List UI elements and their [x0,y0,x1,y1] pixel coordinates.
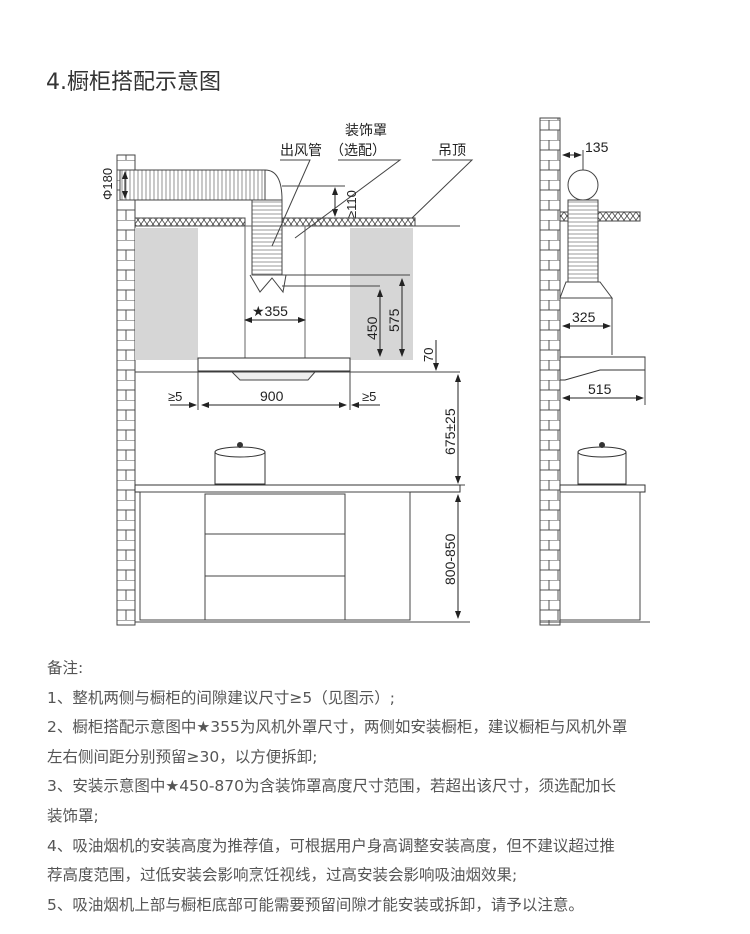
label-cover-optional: （选配） [330,142,386,158]
dim-hood-width: 900 [260,388,284,404]
label-cover: 装饰罩 [345,122,387,138]
duct-vertical [251,199,283,276]
cabinet-layout-diagram: 出风管 装饰罩 （选配） 吊顶 Φ180 ≥110 ★355 450 575 7… [100,117,650,626]
dim-gap-left: ≥5 [168,389,182,404]
label-duct: 出风管 [280,142,322,158]
dim-side-135: 135 [585,139,609,155]
hood-light-panel [230,371,317,381]
notes-heading: 备注: [47,659,84,677]
side-ceiling-slab [559,211,641,222]
note-line: 2、橱柜搭配示意图中★355为风机外罩尺寸，两侧如安装橱柜，建议橱柜与风机外罩 [47,718,628,737]
side-range-hood [559,356,646,381]
ceiling-slab-left [134,217,246,227]
dim-side-325: 325 [572,309,596,325]
note-line: 装饰罩; [47,806,99,825]
upper-cabinet-left [135,228,198,360]
dim-side-515: 515 [588,381,612,397]
dim-install-height: 675±25 [442,408,458,455]
dim-cabinet-height: 800-850 [442,533,458,585]
side-wall [539,117,561,626]
side-duct-section [567,169,599,201]
dim-450: 450 [364,316,380,340]
side-view: 135 325 515 [539,117,650,626]
ceiling-slab-right [281,217,416,227]
note-line: 3、安装示意图中★450-870为含装饰罩高度尺寸范围，若超出该尺寸，须选配加长 [47,777,617,796]
dim-cover-width: ★355 [252,303,288,319]
range-hood [197,357,351,372]
dim-duct-clearance: ≥110 [344,190,359,218]
note-line: 荐高度范围，过低安装会影响烹饪视线，过高安装会影响吸油烟效果; [47,866,518,885]
upper-cabinet-right [350,228,413,360]
dim-575: 575 [386,308,402,332]
wall [116,154,136,626]
countertop [134,484,461,493]
duct-horizontal [119,169,266,201]
base-cabinet [139,491,411,621]
notes-section: 备注: 1、整机两侧与橱柜的间隙建议尺寸≥5（见图示）; 2、橱柜搭配示意图中★… [47,654,727,920]
side-duct-vertical [567,199,599,283]
dim-gap-right: ≥5 [362,389,376,404]
side-pot [577,442,627,485]
side-countertop [559,484,646,493]
section-title: 4.橱柜搭配示意图 [46,70,221,95]
note-line: 4、吸油烟机的安装高度为推荐值，可根据用户身高调整安装高度，但不建议超过推 [47,836,615,855]
label-ceiling: 吊顶 [438,142,466,158]
note-line: 1、整机两侧与橱柜的间隙建议尺寸≥5（见图示）; [47,688,395,707]
front-view: 出风管 装饰罩 （选配） 吊顶 Φ180 ≥110 ★355 450 575 7… [100,122,474,626]
note-line: 5、吸油烟机上部与橱柜底部可能需要预留间隙才能安装或拆卸，请予以注意。 [47,895,584,914]
side-base-cabinet [559,491,641,621]
dim-70: 70 [421,348,436,362]
dim-duct-diameter: Φ180 [100,168,115,200]
note-line: 左右侧间距分别预留≥30，以方便拆卸; [47,747,318,766]
pot [214,442,266,485]
